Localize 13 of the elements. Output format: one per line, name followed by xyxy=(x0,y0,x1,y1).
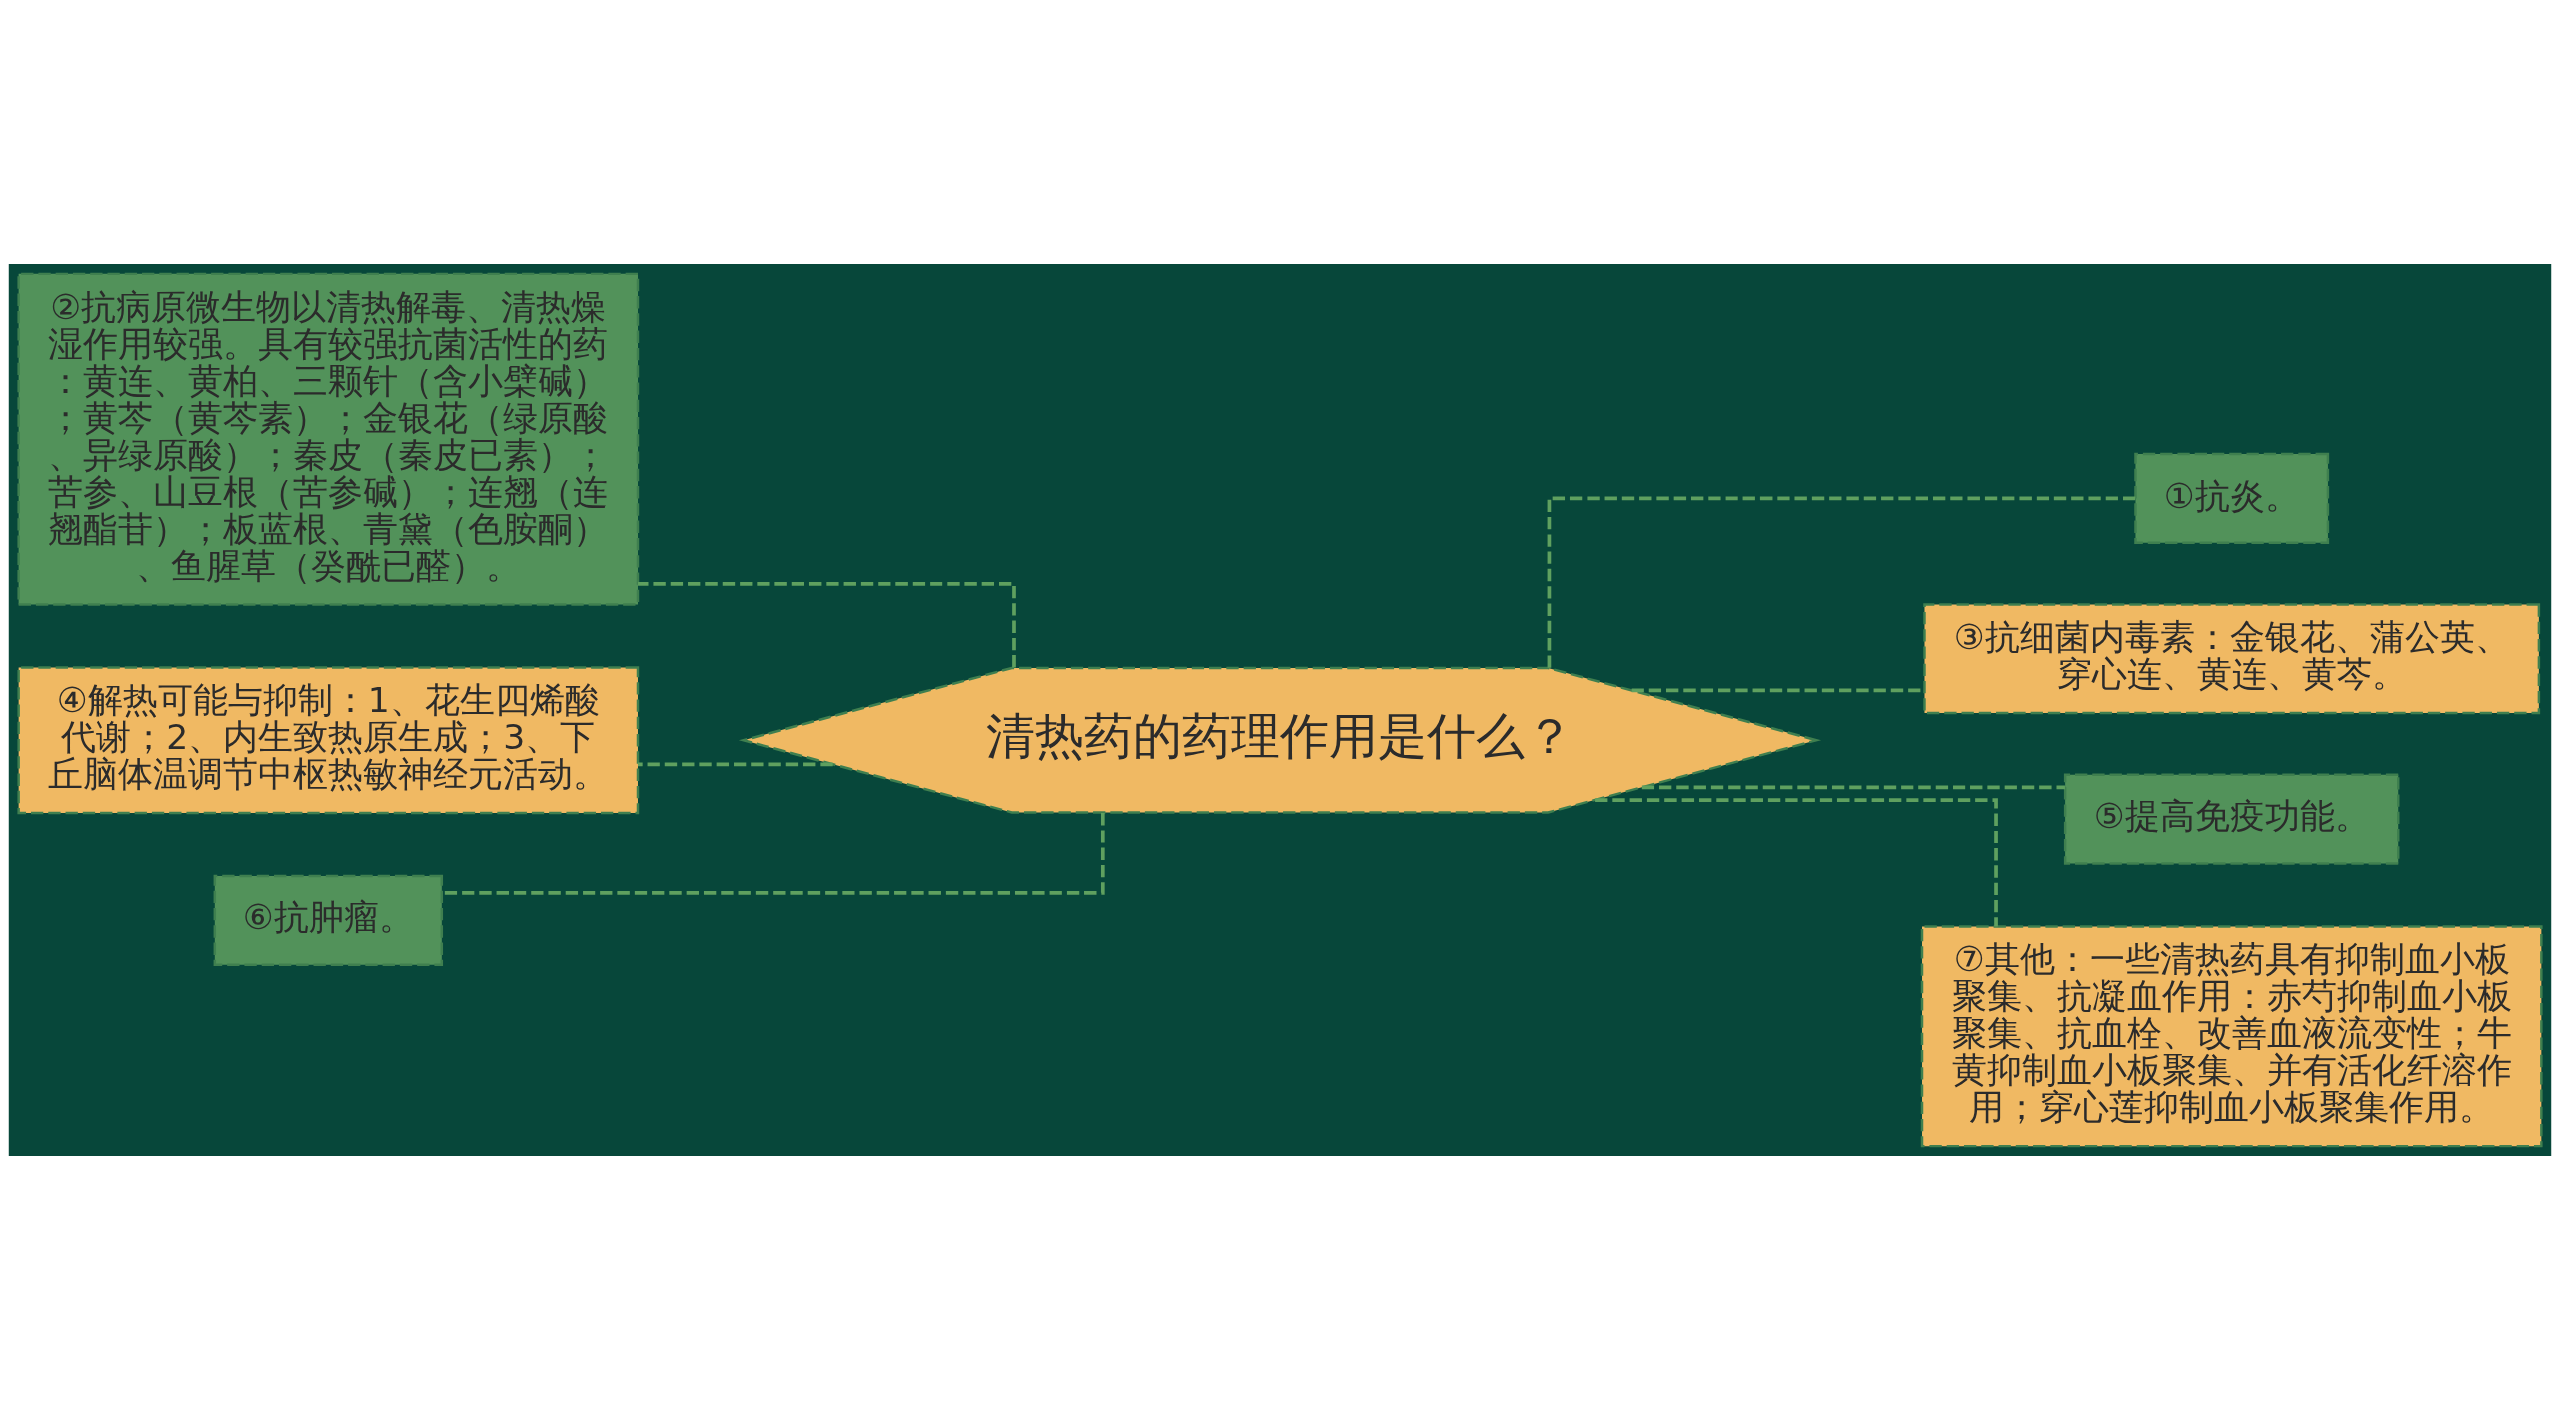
connector xyxy=(638,762,833,766)
node-box: ⑦其他：一些清热药具有抑制血小板聚集、抗凝血作用：赤芍抑制血小板聚集、抗血栓、改善血液流变性；牛黄抑制血小板聚集、并有活化纤溶作用；穿心莲抑制血小板聚集作用。 xyxy=(1920,924,2543,1147)
connector xyxy=(1547,496,2136,668)
node-box: ①抗炎。 xyxy=(2134,452,2330,544)
connector xyxy=(638,581,1016,668)
connector xyxy=(442,812,1105,895)
node-box: ⑤提高免疫功能。 xyxy=(2063,773,2400,865)
connector xyxy=(1641,785,2065,789)
node-box: ②抗病原微生物以清热解毒、清热燥湿作用较强。具有较强抗菌活性的药：黄连、黄柏、三颗针（含小檗碱）；黄芩（黄芩素）；金银花（绿原酸、异绿原酸）；秦皮（秦皮已素）；苦参、山豆根（苦参碱）；连翘（连翘酯苷）；板蓝根、青黛（色胺酮）、鱼腥草（癸酰已醛）。 xyxy=(17,272,640,606)
node-box: ⑥抗肿瘤。 xyxy=(213,874,444,966)
connector xyxy=(1595,797,1998,926)
node-box: ④解热可能与抑制：1、花生四烯酸代谢；2、内生致热原生成；3、下丘脑体温调节中枢热敏神经元活动。 xyxy=(17,665,640,814)
node-box: ③抗细菌内毒素：金银花、蒲公英、穿心连、黄连、黄芩。 xyxy=(1923,602,2541,714)
